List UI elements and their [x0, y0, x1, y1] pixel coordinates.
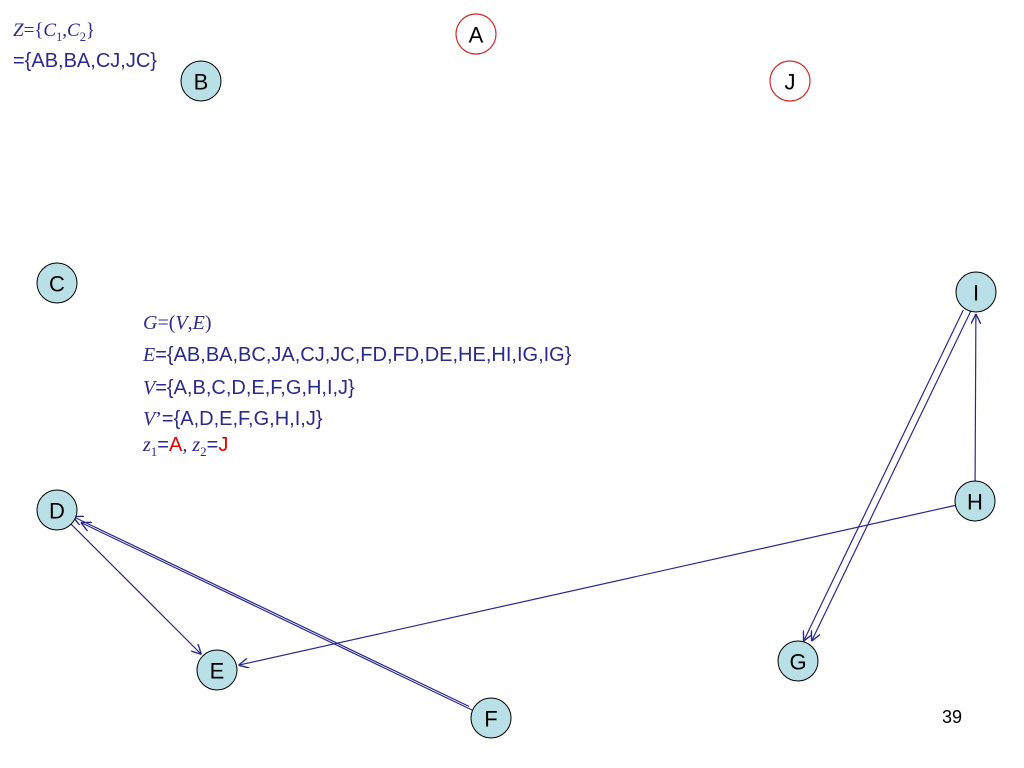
v-list: ={A,B,C,D,E,F,G,H,I,J} — [155, 377, 355, 399]
edge-f-d — [73, 517, 470, 707]
z-assignments: z1=A, z2=J — [143, 434, 228, 460]
z-definition: Z={C1,C2} — [13, 20, 95, 45]
node-circle-h — [954, 480, 996, 522]
node-label-h: H — [967, 490, 983, 515]
node-label-a: A — [469, 23, 484, 48]
z-set-close: } — [85, 20, 96, 41]
node-c: C — [36, 262, 78, 304]
z-list: ={AB,BA,CJ,JC} — [13, 50, 157, 72]
node-h: H — [954, 480, 996, 522]
vprime-definition: V’={A,D,E,F,G,H,I,J} — [143, 408, 323, 431]
node-label-e: E — [210, 659, 225, 684]
vprime-list: ={A,D,E,F,G,H,I,J} — [161, 408, 323, 430]
node-i: I — [955, 271, 997, 313]
c2-subscript: 2 — [79, 29, 86, 44]
node-label-j: J — [785, 70, 796, 95]
node-circle-j — [769, 60, 811, 102]
e-definition: E={AB,BA,BC,JA,CJ,JC,FD,FD,DE,HE,HI,IG,I… — [143, 344, 571, 367]
g-eq: =( — [157, 312, 176, 334]
node-label-d: D — [49, 499, 65, 524]
g-comma: , — [187, 312, 193, 334]
z-symbol: Z — [13, 20, 24, 41]
z-separator: , — [182, 434, 193, 456]
node-circle-b — [180, 60, 222, 102]
node-label-g: G — [789, 650, 806, 675]
node-e: E — [196, 649, 238, 691]
v-symbol: V — [143, 377, 156, 399]
e-symbol: E — [143, 344, 156, 366]
node-circle-f — [470, 697, 512, 739]
g-v-symbol: V — [175, 312, 188, 334]
g-close: ) — [204, 312, 212, 334]
c2-symbol: C — [67, 20, 80, 41]
g-definition: G=(V,E) — [143, 312, 212, 335]
node-a: A — [455, 13, 497, 55]
node-circle-c — [36, 262, 78, 304]
e-list: ={AB,BA,BC,JA,CJ,JC,FD,FD,DE,HE,HI,IG,IG… — [155, 344, 572, 366]
edge-d-e — [70, 523, 201, 654]
g-e-symbol: E — [192, 312, 205, 334]
node-label-c: C — [49, 272, 65, 297]
vprime-symbol: V — [143, 408, 156, 430]
z1-subscript: 1 — [150, 444, 158, 459]
z1-value: A — [168, 434, 183, 456]
node-g: G — [777, 640, 819, 682]
z2-value: J — [218, 434, 229, 456]
vprime-mark: ’ — [155, 408, 162, 430]
z1-symbol: z — [143, 434, 151, 456]
page-number: 39 — [941, 707, 962, 727]
node-circle-i — [955, 271, 997, 313]
edge-h-e — [238, 504, 956, 665]
edge-f-d — [81, 523, 478, 713]
node-f: F — [470, 697, 512, 739]
node-circle-e — [196, 649, 238, 691]
g-symbol: G — [143, 312, 158, 334]
nodes-layer: A B J C I D H E F G — [36, 13, 997, 739]
z-set-open: ={ — [23, 20, 44, 41]
node-circle-a — [455, 13, 497, 55]
z2-eq: = — [206, 434, 219, 456]
z-comma: , — [62, 20, 68, 41]
z1-eq: = — [157, 434, 169, 456]
edges-layer — [70, 309, 976, 713]
node-d: D — [36, 489, 78, 531]
node-label-f: F — [484, 707, 497, 732]
node-circle-d — [36, 489, 78, 531]
z2-symbol: z — [192, 434, 201, 456]
z2-subscript: 2 — [200, 444, 207, 459]
edge-i-g — [812, 309, 972, 641]
edge-h-i — [975, 314, 976, 482]
node-circle-g — [777, 640, 819, 682]
v-definition: V={A,B,C,D,E,F,G,H,I,J} — [143, 377, 355, 400]
c1-symbol: C — [43, 20, 57, 41]
node-label-i: I — [973, 281, 979, 306]
node-label-b: B — [194, 70, 209, 95]
node-j: J — [769, 60, 811, 102]
edge-i-g — [804, 309, 964, 641]
node-b: B — [180, 60, 222, 102]
c1-subscript: 1 — [56, 29, 63, 44]
